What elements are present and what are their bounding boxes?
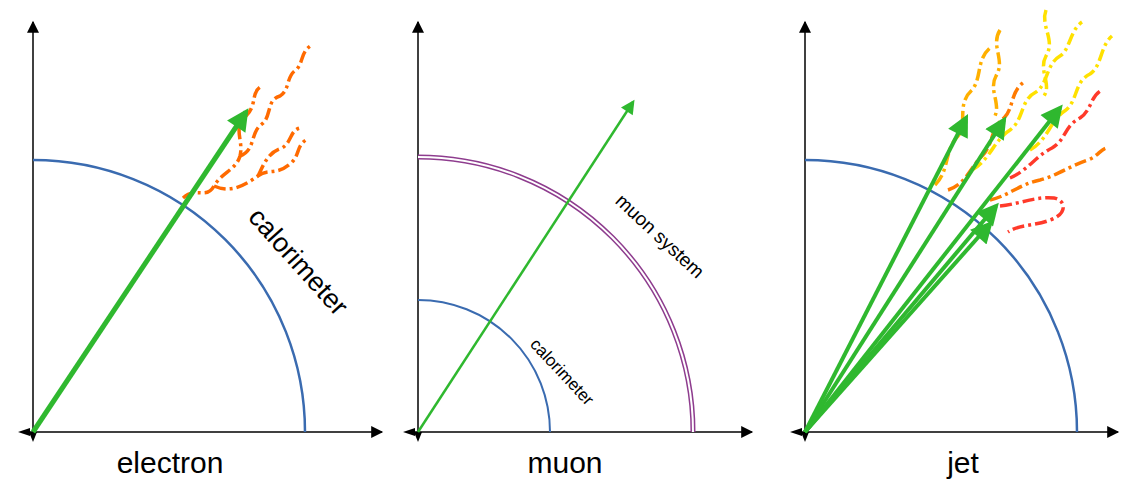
muon-track [418, 102, 633, 432]
muon-system-arc [418, 157, 693, 432]
jet-tracks [805, 108, 1060, 432]
muon-panel [403, 22, 752, 442]
axis-tail [29, 432, 37, 442]
electron-panel [18, 22, 382, 442]
axis-tail [18, 428, 30, 436]
jet-panel [790, 10, 1118, 442]
y-axis [804, 22, 806, 436]
electron-track [33, 112, 246, 432]
calorimeter-arc [33, 160, 305, 432]
x-axis [413, 431, 752, 433]
axis-tail [801, 432, 809, 442]
detector-label: calorimeter [243, 203, 352, 320]
axis-tail [790, 428, 802, 436]
particle-name: electron [117, 448, 224, 478]
axis-tail [403, 428, 415, 436]
y-axis [417, 22, 419, 436]
particle-name: muon [527, 448, 602, 478]
x-axis [28, 431, 382, 433]
detector-label: calorimeter [527, 335, 597, 408]
muon-system-arc-inner [418, 157, 693, 432]
axis-tail [414, 432, 422, 442]
particle-name: jet [947, 448, 979, 478]
y-axis [32, 22, 34, 436]
x-axis [800, 431, 1118, 433]
hadron-showers [935, 10, 1112, 232]
calorimeter-arc [805, 160, 1077, 432]
detector-label: muon system [612, 191, 708, 282]
calorimeter-arc [418, 300, 550, 432]
